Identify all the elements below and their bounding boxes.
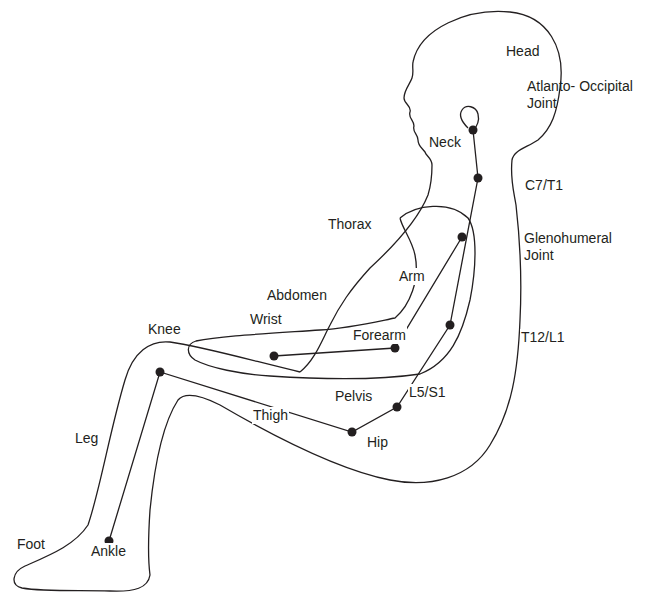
body-part-label: Thorax xyxy=(327,216,373,233)
body-outline xyxy=(14,11,561,591)
body-part-label: Arm xyxy=(398,268,426,285)
body-part-label: Pelvis xyxy=(334,388,373,405)
body-part-label: Forearm xyxy=(352,327,407,344)
body-part-label: Wrist xyxy=(249,311,283,328)
body-part-label: Glenohumeral Joint xyxy=(523,230,630,264)
joint-dots xyxy=(105,126,483,546)
body-part-label: Ankle xyxy=(90,543,127,560)
body-part-label: C7/T1 xyxy=(524,177,564,194)
body-part-label: Leg xyxy=(74,430,99,447)
body-part-label: Hip xyxy=(366,434,389,451)
abdomen-outline xyxy=(300,62,432,372)
body-part-label: L5/S1 xyxy=(408,384,447,401)
body-part-label: Foot xyxy=(16,536,46,553)
body-part-label: Thigh xyxy=(252,407,289,424)
link-segments xyxy=(109,130,478,541)
body-part-label: Neck xyxy=(428,134,462,151)
body-part-label: Abdomen xyxy=(266,287,328,304)
body-part-label: Atlanto- Occipital Joint xyxy=(526,78,640,112)
body-part-label: T12/L1 xyxy=(520,329,566,346)
body-part-label: Knee xyxy=(147,321,182,338)
body-part-label: Head xyxy=(505,43,540,60)
